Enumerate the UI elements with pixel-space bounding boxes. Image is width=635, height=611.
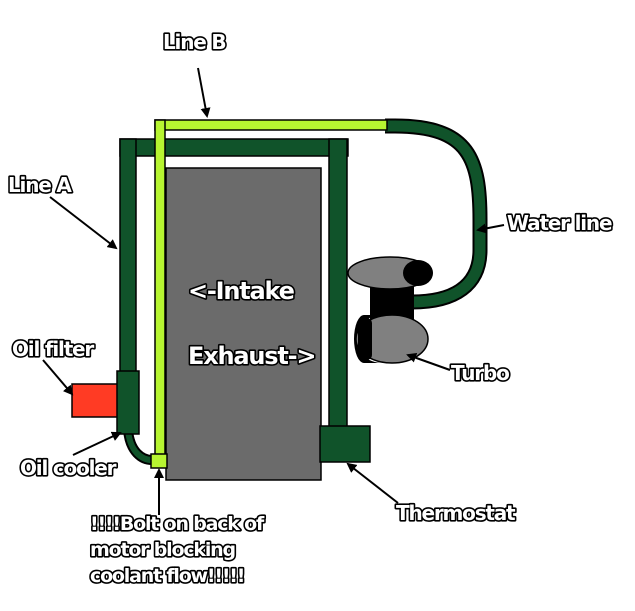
arrow-oil-cooler (72, 431, 122, 456)
arrow-water-line (476, 223, 505, 234)
oil-cooler (116, 370, 140, 435)
arrow-turbo (406, 352, 451, 371)
arrow-thermostat (346, 462, 399, 504)
oil-filter (71, 383, 119, 418)
arrow-line-a (49, 196, 118, 250)
label-turbo: Turbo (451, 361, 509, 385)
arrow-oil-filter (42, 359, 74, 396)
label-exhaust: Exhaust-> (188, 342, 315, 370)
label-thermostat: Thermostat (396, 501, 516, 525)
label-water-line: Water line (507, 211, 612, 235)
line-b-pipe (154, 119, 388, 461)
label-oil-filter: Oil filter (12, 337, 94, 361)
line-a-pipe (119, 138, 349, 430)
label-oil-cooler: Oil cooler (20, 456, 117, 480)
label-line-b: Line B (163, 30, 225, 54)
arrow-line-b (197, 67, 211, 118)
note-line-2: motor blocking (90, 539, 235, 561)
thermostat (319, 425, 371, 463)
bolt-fitting (150, 453, 168, 469)
label-intake: <-Intake (188, 277, 295, 305)
bolt-warning-note: !!!!Bolt on back of motor blocking coola… (88, 511, 267, 588)
engine-block (165, 167, 322, 481)
note-line-3: coolant flow!!!!! (90, 565, 244, 587)
note-line-1: !!!!Bolt on back of (90, 513, 265, 535)
turbo (347, 256, 433, 364)
label-line-a: Line A (8, 173, 72, 197)
